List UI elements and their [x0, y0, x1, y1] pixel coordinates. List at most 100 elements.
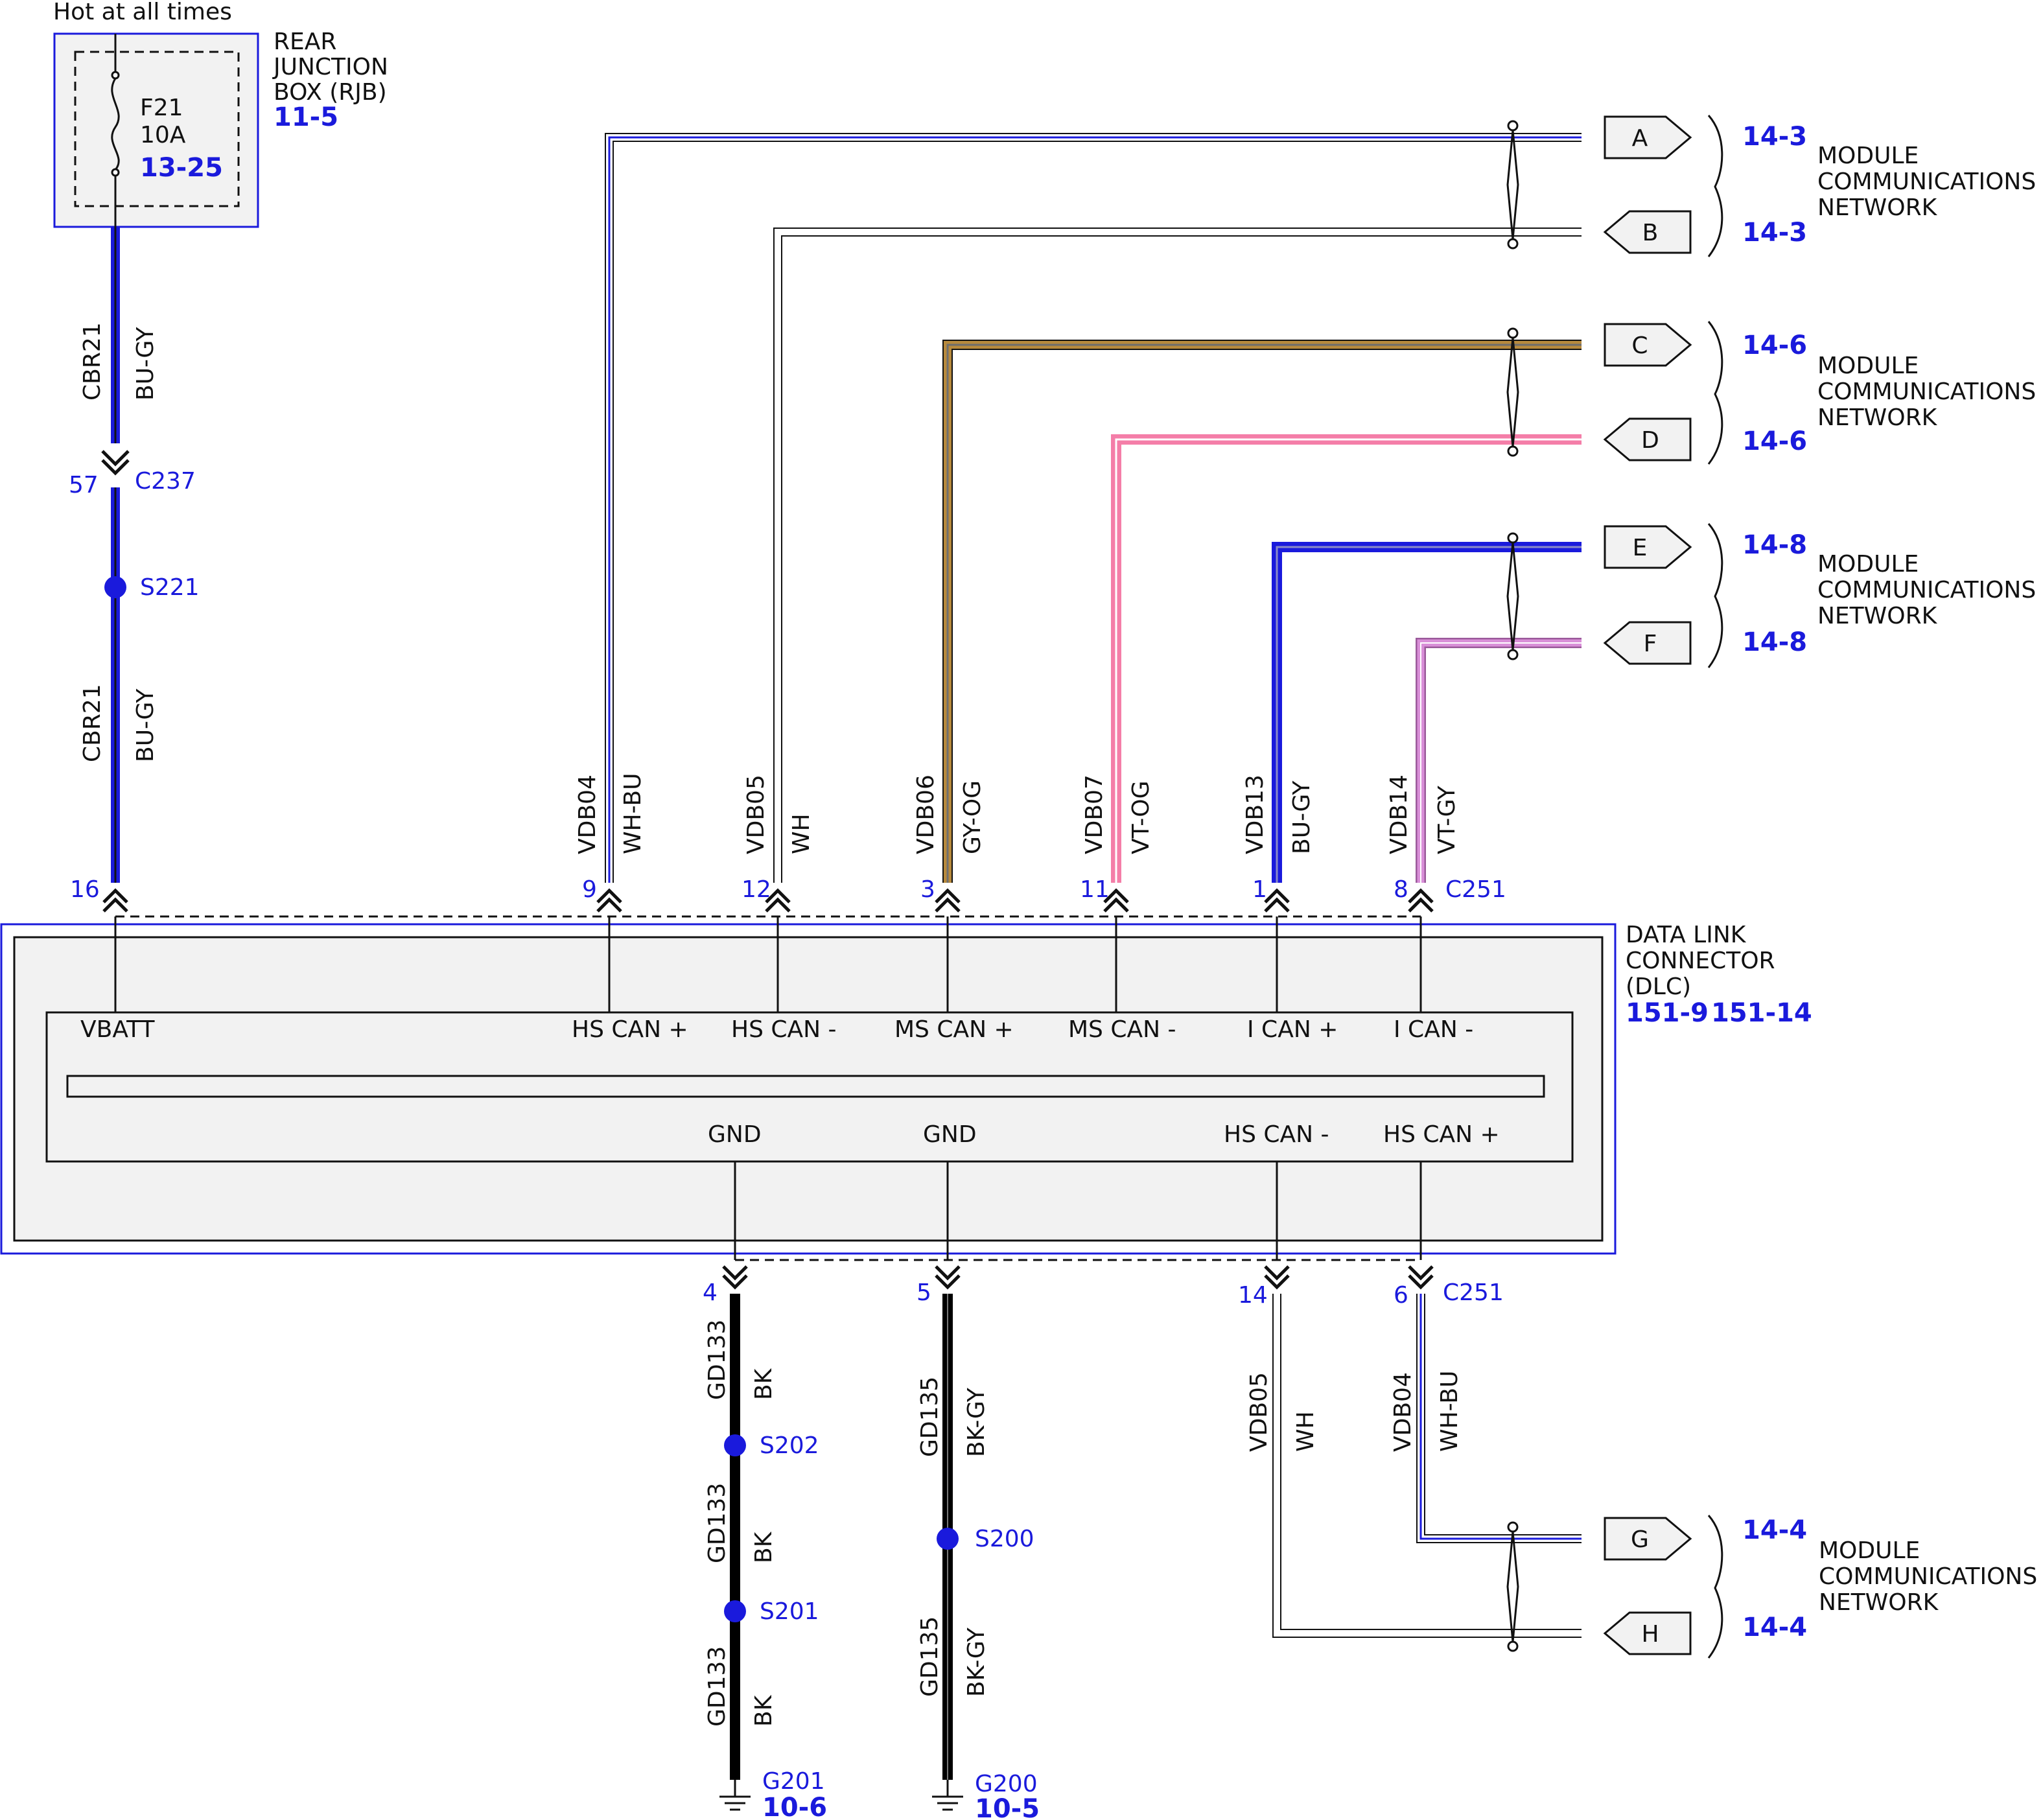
network-ref-e[interactable]: 14-8 [1742, 530, 1807, 560]
network-ref-d[interactable]: 14-6 [1742, 426, 1807, 456]
ground-g200-label[interactable]: G200 [975, 1771, 1038, 1797]
dlc-reference-1[interactable]: 151-9 [1626, 998, 1709, 1028]
power-upper-color: BU-GY [132, 327, 159, 401]
network-flag-c[interactable] [1604, 323, 1692, 367]
power-upper-circuit: CBR21 [79, 322, 106, 401]
splice-s202-label[interactable]: S202 [760, 1432, 819, 1459]
network-flag-g[interactable] [1604, 1517, 1692, 1561]
ground-g200-reference[interactable]: 10-5 [975, 1794, 1040, 1820]
wire-vdb14-color: VT-GY [1434, 785, 1460, 854]
ground-g201-label[interactable]: G201 [762, 1768, 825, 1795]
network-letter-f: F [1644, 631, 1657, 657]
network-letter-e: E [1633, 535, 1648, 561]
dlc-pin-16: 16 [70, 876, 100, 903]
network-label-3-line-2: COMMUNICATIONS [1817, 577, 2036, 603]
rjb-name-line-2: JUNCTION [272, 54, 388, 80]
dlc-label-i-can-minus: I CAN - [1394, 1016, 1473, 1043]
wire-vdb05-bottom [1272, 1294, 1582, 1638]
rjb-fuse-boundary [74, 51, 240, 207]
network-ref-c[interactable]: 14-6 [1742, 331, 1807, 360]
network-braces [1707, 115, 1723, 1659]
network-ref-f[interactable]: 14-8 [1742, 627, 1807, 657]
wire-vdb05-top [773, 228, 1582, 883]
network-letter-g: G [1631, 1526, 1649, 1553]
wire-vdb05-bottom-color: WH [1292, 1411, 1319, 1452]
gd135-seg2-color: BK-GY [963, 1627, 990, 1697]
network-ref-a[interactable]: 14-3 [1742, 122, 1807, 152]
c237-pin: 57 [69, 472, 99, 498]
wire-vdb05-bottom-circuit: VDB05 [1246, 1372, 1272, 1452]
wire-vdb07-top [1111, 434, 1582, 883]
hot-at-all-times-label: Hot at all times [53, 0, 232, 25]
gd133-seg3-color: BK [751, 1694, 777, 1727]
gd135-seg2-circuit: GD135 [916, 1616, 943, 1697]
wire-vdb04-circuit: VDB04 [574, 775, 601, 854]
network-flag-f[interactable] [1603, 621, 1692, 665]
fuse-id: F21 [140, 95, 183, 121]
dlc-name-line-3: (DLC) [1626, 974, 1691, 1000]
wire-vdb04-color: WH-BU [620, 773, 646, 854]
c237-connector-id[interactable]: C237 [135, 468, 196, 495]
splice-s221-dot [104, 576, 126, 598]
wire-vdb13-color: BU-GY [1289, 780, 1315, 854]
wire-vdb14-circuit: VDB14 [1386, 775, 1412, 854]
network-ref-h[interactable]: 14-4 [1742, 1613, 1807, 1642]
dlc-pin-1: 1 [1252, 876, 1267, 903]
network-flag-e[interactable] [1604, 525, 1692, 569]
dlc-label-vbatt: VBATT [80, 1016, 156, 1043]
network-flag-a[interactable] [1604, 115, 1692, 159]
wire-vdb06-circuit: VDB06 [913, 775, 939, 854]
network-flag-h[interactable] [1603, 1611, 1692, 1655]
network-label-1-line-2: COMMUNICATIONS [1817, 169, 2036, 195]
splice-s201-dot [724, 1600, 746, 1622]
splice-s201-label[interactable]: S201 [760, 1598, 819, 1625]
dlc-internal-leads [114, 916, 1422, 1260]
network-flag-b[interactable] [1603, 210, 1692, 254]
wire-vdb06-color: GY-OG [959, 780, 986, 854]
wire-vdb06-top [942, 340, 1582, 883]
dlc-reference-2[interactable]: 151-14 [1711, 998, 1812, 1028]
network-letter-a: A [1632, 125, 1648, 152]
network-label-3-line-3: NETWORK [1817, 603, 1938, 629]
network-flag-d[interactable] [1603, 417, 1692, 461]
dlc-label-gnd-2: GND [923, 1121, 977, 1148]
dlc-center-slot [66, 1075, 1545, 1098]
c251-bottom-connector-id[interactable]: C251 [1443, 1279, 1504, 1306]
rjb-name-line-3: BOX (RJB) [274, 79, 387, 106]
wire-vdb05-color: WH [788, 813, 815, 854]
c251-top-connector-id[interactable]: C251 [1445, 876, 1506, 903]
network-ref-g[interactable]: 14-4 [1742, 1515, 1807, 1545]
splice-s200-label[interactable]: S200 [975, 1526, 1034, 1552]
network-letter-c: C [1631, 332, 1648, 359]
fuse-reference[interactable]: 13-25 [140, 153, 223, 183]
wire-vdb04-top [605, 133, 1582, 883]
wire-vdb07-color: VT-OG [1128, 780, 1154, 854]
dlc-label-hs-can-minus-2: HS CAN - [1224, 1121, 1329, 1148]
rjb-reference[interactable]: 11-5 [274, 102, 338, 132]
dlc-label-hs-can-minus: HS CAN - [731, 1016, 837, 1043]
dlc-bottom-connector-arrows [722, 1265, 1434, 1290]
dlc-pin-8: 8 [1394, 876, 1408, 903]
gd133-seg1-circuit: GD133 [704, 1320, 730, 1400]
network-label-2-line-3: NETWORK [1817, 404, 1938, 431]
gd133-seg3-circuit: GD133 [704, 1646, 730, 1727]
network-ref-b[interactable]: 14-3 [1742, 218, 1807, 248]
ground-g201-symbol [719, 1780, 751, 1811]
dlc-pin-9: 9 [582, 876, 597, 903]
ground-g201-reference[interactable]: 10-6 [762, 1793, 827, 1820]
fuse-rating: 10A [140, 122, 186, 148]
network-label-4-line-2: COMMUNICATIONS [1819, 1563, 2037, 1590]
splice-s202-dot [724, 1434, 746, 1456]
splice-s221-label[interactable]: S221 [140, 574, 200, 601]
rjb-name-line-1: REAR [274, 29, 336, 55]
network-label-2-line-1: MODULE [1817, 353, 1919, 379]
wire-vdb04-bottom-circuit: VDB04 [1390, 1372, 1416, 1452]
dlc-pin-5: 5 [916, 1279, 931, 1306]
dlc-label-ms-can-minus: MS CAN - [1068, 1016, 1176, 1043]
network-label-4-line-3: NETWORK [1819, 1589, 1939, 1616]
dlc-label-gnd-1: GND [708, 1121, 762, 1148]
gd133-seg2-color: BK [751, 1531, 777, 1563]
wire-vdb14-top [1416, 638, 1582, 883]
dlc-pin-6: 6 [1394, 1282, 1408, 1309]
wire-vdb13-top [1272, 542, 1582, 883]
